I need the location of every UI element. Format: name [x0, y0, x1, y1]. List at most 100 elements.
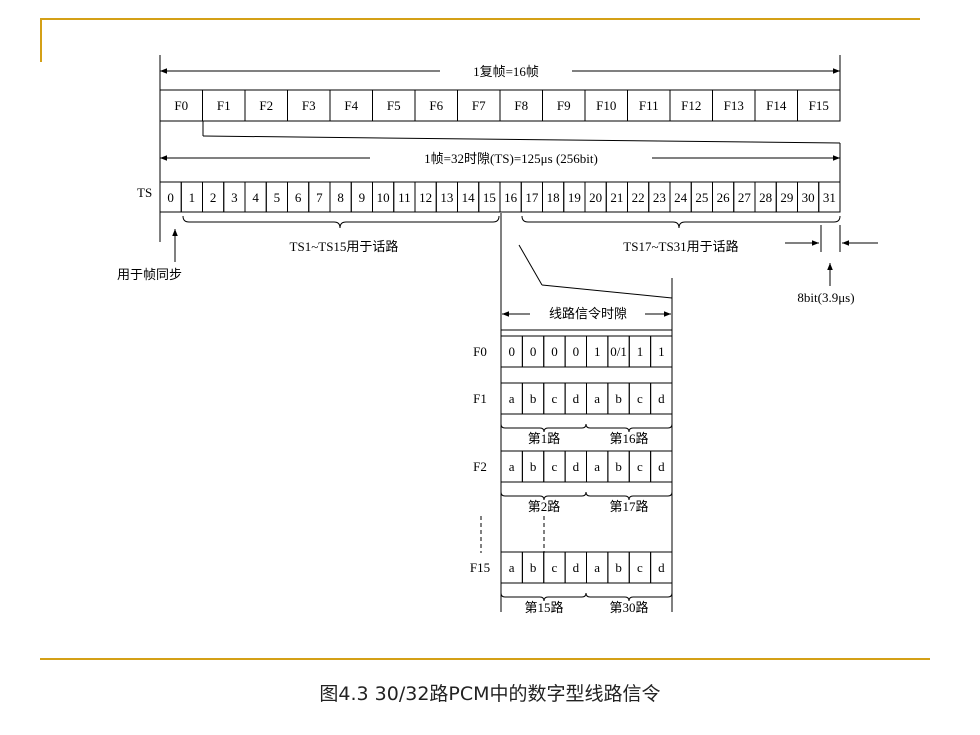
frame-label-2: F2: [259, 98, 273, 113]
slot-label-22: 22: [632, 190, 645, 205]
frame-label-12: F12: [681, 98, 701, 113]
sig-bit-0-5: 0/1: [610, 344, 627, 359]
slot-label-6: 6: [295, 190, 302, 205]
sig-bit-1-3: d: [573, 391, 580, 406]
multiframe-label: 1复帧=16帧: [473, 64, 539, 79]
slot-label-18: 18: [547, 190, 560, 205]
slot-label-13: 13: [440, 190, 453, 205]
frame-label-1: F1: [217, 98, 231, 113]
sig-bit-cell: [650, 382, 673, 415]
sig-bit-3-6: c: [637, 560, 643, 575]
frame-label-13: F13: [724, 98, 744, 113]
frame-label-11: F11: [639, 98, 659, 113]
channel-label-right-2: 第17路: [609, 499, 648, 514]
sig-bit-3-7: d: [658, 560, 665, 575]
frame-label-14: F14: [766, 98, 787, 113]
slot-label-2: 2: [210, 190, 217, 205]
frame-label-5: F5: [387, 98, 401, 113]
sig-bit-3-4: a: [594, 560, 600, 575]
voice-label-ts17-ts31: TS17~TS31用于话路: [623, 239, 738, 254]
slot-label-30: 30: [802, 190, 815, 205]
sig-bit-2-4: a: [594, 459, 600, 474]
frame-label-15: F15: [809, 98, 829, 113]
sig-bit-2-1: b: [530, 459, 537, 474]
slot-label-19: 19: [568, 190, 581, 205]
slot-label-27: 27: [738, 190, 752, 205]
frame-label-6: F6: [429, 98, 443, 113]
sig-bit-1-6: c: [637, 391, 643, 406]
slot-label-5: 5: [274, 190, 281, 205]
sig-bit-1-7: d: [658, 391, 665, 406]
sig-bit-2-5: b: [615, 459, 622, 474]
sig-bit-2-7: d: [658, 459, 665, 474]
slot-label-23: 23: [653, 190, 666, 205]
frame-label-8: F8: [514, 98, 528, 113]
frame-label-9: F9: [557, 98, 571, 113]
sig-bit-3-5: b: [615, 560, 622, 575]
frame-label-0: F0: [174, 98, 188, 113]
sig-bit-0-4: 1: [594, 344, 601, 359]
sync-label: 用于帧同步: [117, 267, 182, 282]
slot-label-7: 7: [316, 190, 323, 205]
slot-cell: [818, 181, 841, 213]
frame-label-3: F3: [302, 98, 316, 113]
signaling-title: 线路信令时隙: [549, 306, 627, 321]
sig-bit-0-7: 1: [658, 344, 665, 359]
sig-bit-cell: [650, 450, 673, 483]
slot-label-24: 24: [674, 190, 688, 205]
channel-label-left-2: 第2路: [528, 499, 561, 514]
sig-bit-2-2: c: [552, 459, 558, 474]
sig-bit-2-6: c: [637, 459, 643, 474]
sig-bit-1-0: a: [509, 391, 515, 406]
slot-label-26: 26: [717, 190, 731, 205]
slot-label-1: 1: [189, 190, 196, 205]
sig-frame-label-1: F1: [473, 391, 487, 406]
top-decor-line: [40, 18, 920, 20]
sig-bit-3-1: b: [530, 560, 537, 575]
sig-frame-label-3: F15: [470, 560, 490, 575]
frame-label: 1帧=32时隙(TS)=125μs (256bit): [424, 151, 598, 166]
sig-bit-2-0: a: [509, 459, 515, 474]
frame-label-10: F10: [596, 98, 616, 113]
slot-label-11: 11: [398, 190, 411, 205]
sig-bit-1-4: a: [594, 391, 600, 406]
sig-bit-1-1: b: [530, 391, 537, 406]
slot-label-14: 14: [462, 190, 476, 205]
slot-label-4: 4: [252, 190, 259, 205]
sig-bit-cell: [650, 551, 673, 584]
slot-label-20: 20: [589, 190, 602, 205]
sig-bit-0-3: 0: [573, 344, 580, 359]
frame-label-4: F4: [344, 98, 358, 113]
sig-bit-cell: [650, 335, 673, 368]
slot-label-8: 8: [337, 190, 344, 205]
voice-label-ts1-ts15: TS1~TS15用于话路: [290, 239, 399, 254]
channel-label-left-1: 第1路: [528, 431, 561, 446]
sig-bit-0-6: 1: [637, 344, 644, 359]
frame-cell: [797, 89, 841, 122]
slot-label-3: 3: [231, 190, 238, 205]
sig-frame-label-0: F0: [473, 344, 487, 359]
slot-label-0: 0: [167, 190, 174, 205]
slot-label-31: 31: [823, 190, 836, 205]
channel-label-right-1: 第16路: [609, 431, 648, 446]
slot-label-17: 17: [525, 190, 539, 205]
left-decor-line: [40, 18, 42, 62]
sig-bit-1-2: c: [552, 391, 558, 406]
sig-bit-0-2: 0: [551, 344, 558, 359]
slot-label-21: 21: [610, 190, 623, 205]
slot-label-16: 16: [504, 190, 518, 205]
figure-caption: 图4.3 30/32路PCM中的数字型线路信令: [319, 683, 661, 705]
bottom-decor-line: [40, 658, 930, 660]
channel-label-right-3: 第30路: [609, 600, 648, 615]
slot-label-25: 25: [695, 190, 708, 205]
sig-bit-3-3: d: [573, 560, 580, 575]
slot-label-29: 29: [780, 190, 793, 205]
sig-bit-1-5: b: [615, 391, 622, 406]
frame-label-7: F7: [472, 98, 486, 113]
sig-bit-2-3: d: [573, 459, 580, 474]
sig-bit-3-2: c: [552, 560, 558, 575]
slot-label-12: 12: [419, 190, 432, 205]
channel-label-left-3: 第15路: [524, 600, 563, 615]
sig-bit-3-0: a: [509, 560, 515, 575]
